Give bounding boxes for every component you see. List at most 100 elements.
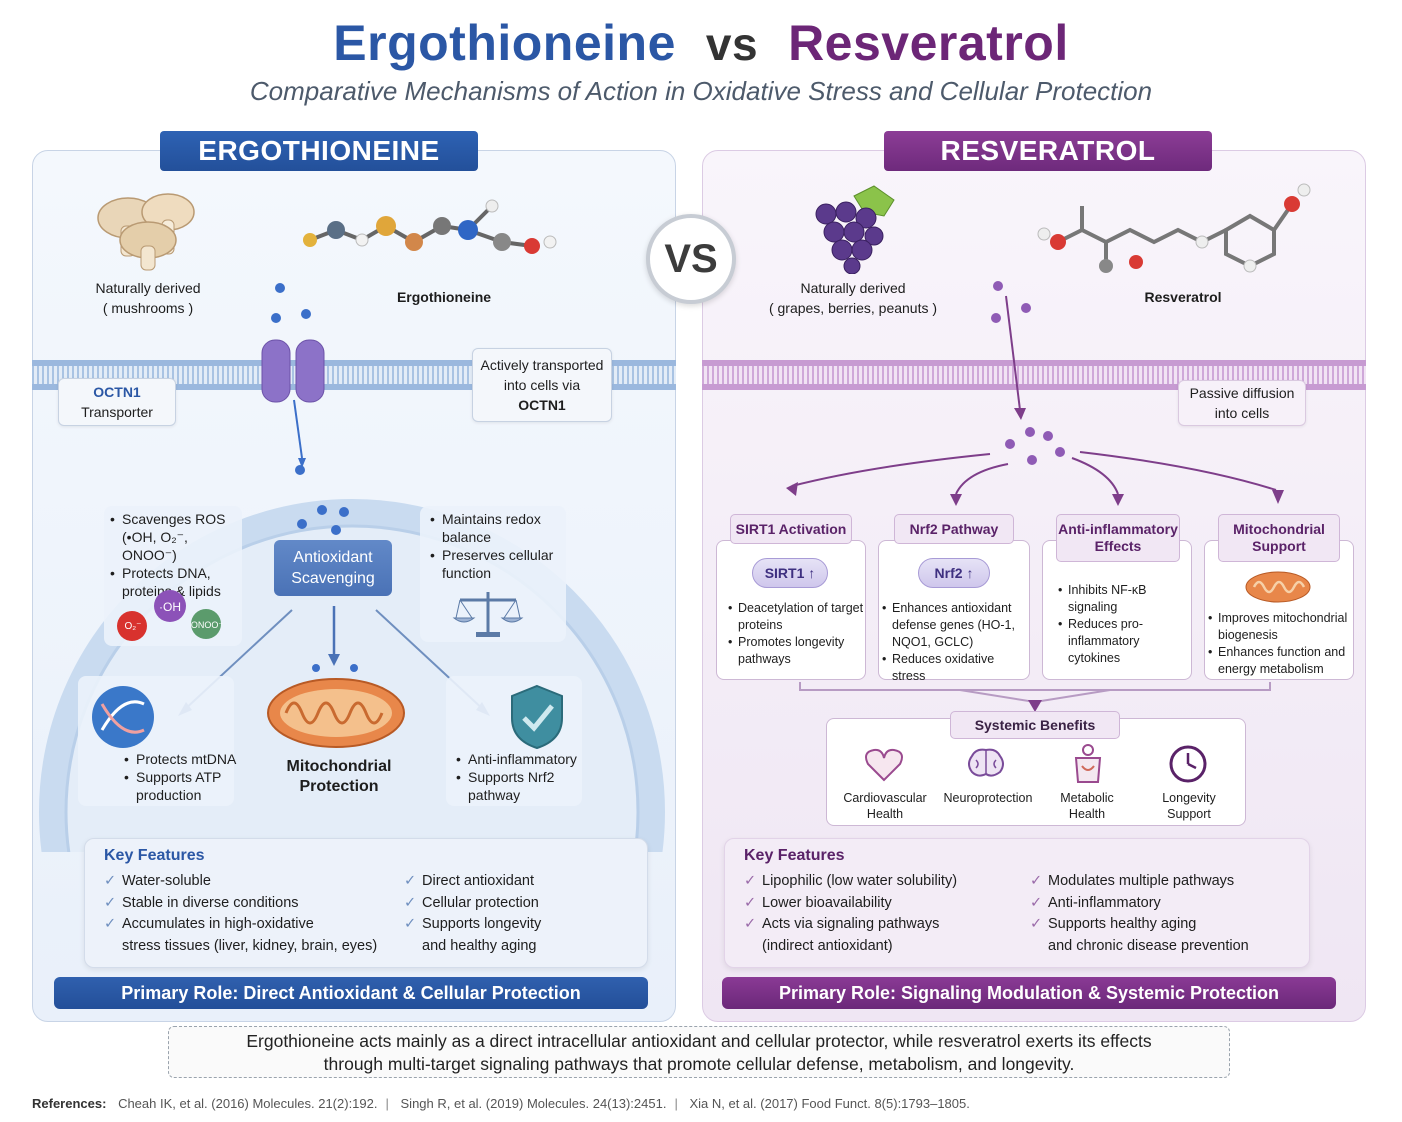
resv-source-line1: Naturally derived <box>800 280 906 296</box>
resv-feature-2: ✓Lower bioavailability <box>744 894 892 911</box>
ergo-key-features-box <box>84 838 648 968</box>
ergo-key-features-col2: ✓Direct antioxidant ✓Cellular protection… <box>404 871 644 957</box>
metabolic-body-icon <box>1074 744 1102 783</box>
summary-box: Ergothioneine acts mainly as a direct in… <box>168 1026 1230 1078</box>
mushroom-icon <box>97 193 195 271</box>
resv-key-features-box <box>724 838 1310 968</box>
ergo-primary-role: Primary Role: Direct Antioxidant & Cellu… <box>54 977 648 1009</box>
title-ergothioneine: Ergothioneine <box>333 15 676 71</box>
brain-icon <box>968 748 1004 777</box>
resv-feature-6b: and chronic disease prevention <box>1048 937 1249 954</box>
sirt1-pill: SIRT1 ↑ <box>752 558 828 588</box>
mito-protection-line1: Mitochondrial <box>286 758 392 775</box>
summary-line2: through multi-target signaling pathways … <box>323 1054 1075 1074</box>
resv-primary-role: Primary Role: Signaling Modulation & Sys… <box>722 977 1336 1009</box>
mitochondria-icon <box>267 678 405 748</box>
nrf2-title: Nrf2 Pathway <box>894 514 1014 544</box>
active-transport-line1: Actively transported <box>480 357 604 373</box>
reference-1: Cheah IK, et al. (2016) Molecules. 21(2)… <box>118 1096 378 1111</box>
center-badge-line2: Scavenging <box>291 570 375 587</box>
active-transport-callout: Actively transported into cells via OCTN… <box>472 348 612 422</box>
ergothioneine-molecule-label: Ergothioneine <box>396 289 492 305</box>
dna-icon <box>92 686 154 748</box>
reference-2: Singh R, et al. (2019) Molecules. 24(13)… <box>400 1096 667 1111</box>
nfkb-item: Inhibits NF-κB signaling <box>1058 582 1188 616</box>
nrf2-item-2: Reduces oxidative stress <box>882 651 1028 685</box>
grapes-icon <box>815 185 895 274</box>
resv-feature-5: ✓Anti-inflammatory <box>1030 894 1161 911</box>
ergo-feature-3b: stress tissues (liver, kidney, brain, ey… <box>122 937 378 954</box>
sirt1-item-1: Deacetylation of target proteins <box>728 600 864 634</box>
ergo-feature-6b: and healthy aging <box>422 937 537 954</box>
ergo-feature-4: ✓Direct antioxidant <box>404 873 535 889</box>
nrf2-list: Enhances antioxidant defense genes (HO-1… <box>882 600 1028 685</box>
resv-source-line2: ( grapes, berries, peanuts ) <box>768 300 938 316</box>
ergothioneine-molecule-icon <box>303 199 557 254</box>
ros-item-2: Protects DNA,proteins & lipids <box>110 564 242 600</box>
neuroprotection-label: Neuroprotection <box>943 791 1033 805</box>
nrf2-item-1: Enhances antioxidant defense genes (HO-1… <box>882 600 1028 651</box>
resveratrol-header: RESVERATROL <box>884 131 1212 171</box>
ergo-key-features-title: Key Features <box>104 847 205 864</box>
ergo-feature-1: ✓Water-soluble <box>104 873 211 889</box>
mito-item-2: Enhances function and energy metabolism <box>1208 644 1354 678</box>
resv-feature-3: ✓Acts via signaling pathways <box>744 916 940 932</box>
ergo-source-line2: ( mushrooms ) <box>102 300 194 316</box>
ergo-feature-2: ✓Stable in diverse conditions <box>104 894 299 911</box>
ros-molecules-icon <box>117 590 221 641</box>
resv-key-features-col1: ✓Lipophilic (low water solubility) ✓Lowe… <box>744 871 1034 957</box>
subtitle: Comparative Mechanisms of Action in Oxid… <box>249 76 1153 106</box>
resveratrol-molecule-icon <box>1037 183 1311 273</box>
cytokines-item: Reduces pro-inflammatory cytokines <box>1058 616 1188 667</box>
heart-icon <box>865 748 903 782</box>
resv-key-features-title: Key Features <box>744 847 845 864</box>
ergo-source-line1: Naturally derived <box>95 280 201 296</box>
passive-diffusion-callout: Passive diffusion into cells <box>1178 380 1306 426</box>
ergo-feature-6: ✓Supports longevity <box>404 916 542 932</box>
ergo-key-features-col1: ✓Water-soluble ✓Stable in diverse condit… <box>104 871 404 957</box>
ros-o2-label: O₂⁻ <box>124 621 142 632</box>
sirt1-item-2: Promotes longevity pathways <box>728 634 864 668</box>
summary-line1: Ergothioneine acts mainly as a direct in… <box>246 1031 1152 1051</box>
diffusion-line1: Passive diffusion <box>1189 385 1295 401</box>
ergo-feature-3: ✓Accumulates in high-oxidative <box>104 916 314 932</box>
transporter-label: Transporter <box>81 404 153 420</box>
anti-inflammatory-effects-list: Inhibits NF-κB signaling Reduces pro-inf… <box>1058 582 1188 667</box>
octn1-transporter-icon <box>261 283 325 475</box>
resv-feature-6: ✓Supports healthy aging <box>1030 916 1197 932</box>
mito-item-1: Improves mitochondrial biogenesis <box>1208 610 1354 644</box>
resv-feature-1: ✓Lipophilic (low water solubility) <box>744 873 958 889</box>
reference-3: Xia N, et al. (2017) Food Funct. 8(5):17… <box>689 1096 970 1111</box>
nrf2-pill: Nrf2 ↑ <box>918 558 990 588</box>
octn1-transporter-callout: OCTN1 Transporter <box>58 378 176 426</box>
title-resveratrol: Resveratrol <box>788 15 1069 71</box>
converge-bracket <box>799 682 1271 712</box>
ros-onoo-label: ONOO⁻ <box>190 620 224 630</box>
center-badge-line1: Antioxidant <box>293 549 373 566</box>
antioxidant-dots-icon <box>297 505 349 535</box>
shield-icon <box>511 684 563 750</box>
active-transport-line2: into cells via <box>503 377 581 393</box>
systemic-benefits-title: Systemic Benefits <box>950 711 1120 739</box>
mito-protection-line2: Protection <box>299 778 379 795</box>
ergo-feature-5: ✓Cellular protection <box>404 894 539 911</box>
sirt1-list: Deacetylation of target proteins Promote… <box>728 600 864 668</box>
clock-icon <box>1169 745 1207 783</box>
sirt1-title: SIRT1 Activation <box>730 514 852 544</box>
antioxidant-scavenging-badge: Antioxidant Scavenging <box>274 540 392 596</box>
active-transport-line3: OCTN1 <box>518 397 566 413</box>
ros-oh-label: ·OH <box>159 600 181 614</box>
octn1-label: OCTN1 <box>93 384 141 400</box>
shield-item-1: Anti-inflammatory <box>456 750 582 768</box>
references: References: Cheah IK, et al. (2016) Mole… <box>32 1096 970 1111</box>
ergothioneine-header: ERGOTHIONEINE <box>160 131 478 171</box>
